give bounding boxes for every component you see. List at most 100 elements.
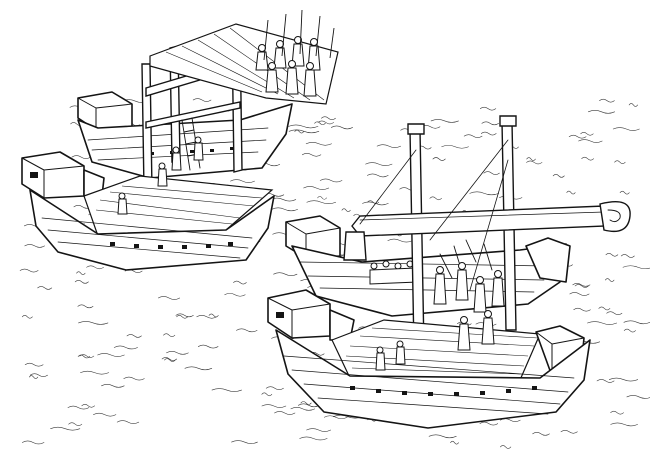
wave-stroke bbox=[622, 265, 650, 270]
wave-stroke bbox=[367, 173, 389, 178]
wave-stroke bbox=[605, 252, 619, 257]
wave-stroke bbox=[270, 197, 297, 202]
wave-stroke bbox=[620, 254, 635, 258]
wave-stroke bbox=[317, 120, 334, 125]
wave-stroke bbox=[599, 98, 615, 103]
wave-stroke bbox=[598, 306, 611, 311]
wave-stroke bbox=[532, 432, 550, 436]
wave-stroke bbox=[197, 344, 219, 349]
siege-tower bbox=[141, 9, 339, 191]
wave-stroke bbox=[274, 411, 296, 415]
wave-stroke bbox=[301, 153, 322, 157]
ship-back-right-crew bbox=[369, 260, 419, 285]
wave-stroke bbox=[306, 200, 337, 205]
wave-stroke bbox=[166, 351, 189, 355]
wave-stroke bbox=[626, 395, 650, 399]
wave-stroke bbox=[80, 370, 110, 375]
wave-stroke bbox=[587, 321, 618, 325]
wave-stroke bbox=[78, 321, 109, 325]
wave-stroke bbox=[428, 434, 457, 439]
wave-stroke bbox=[463, 134, 483, 138]
wave-stroke bbox=[500, 445, 512, 449]
wave-stroke bbox=[608, 377, 639, 382]
wave-stroke bbox=[164, 358, 176, 362]
wave-stroke bbox=[612, 127, 640, 131]
wave-stroke bbox=[298, 403, 320, 408]
wave-stroke bbox=[28, 375, 39, 379]
wave-stroke bbox=[317, 196, 327, 200]
wave-stroke bbox=[192, 98, 212, 102]
wave-stroke bbox=[236, 328, 258, 333]
wave-stroke bbox=[24, 362, 44, 367]
wave-stroke bbox=[101, 384, 125, 388]
wave-stroke bbox=[469, 191, 500, 196]
wave-stroke bbox=[481, 121, 499, 126]
wave-stroke bbox=[93, 412, 117, 417]
wave-stroke bbox=[306, 428, 332, 432]
wave-stroke bbox=[71, 155, 91, 159]
wave-stroke bbox=[50, 426, 81, 431]
wave-stroke bbox=[261, 404, 287, 408]
wave-stroke bbox=[265, 386, 284, 391]
wave-stroke bbox=[77, 354, 90, 359]
wave-stroke bbox=[610, 422, 638, 427]
wave-stroke bbox=[126, 334, 142, 338]
wave-stroke bbox=[273, 272, 298, 276]
wave-stroke bbox=[196, 315, 218, 319]
wave-stroke bbox=[323, 415, 348, 420]
wave-stroke bbox=[450, 440, 459, 445]
wave-stroke bbox=[300, 401, 312, 405]
wave-stroke bbox=[588, 110, 615, 114]
wave-stroke bbox=[116, 420, 140, 424]
wave-stroke bbox=[387, 238, 413, 243]
wave-stroke bbox=[623, 328, 636, 333]
wave-stroke bbox=[305, 141, 332, 146]
wave-stroke bbox=[21, 315, 33, 319]
wave-stroke bbox=[479, 421, 499, 426]
ship-front-right bbox=[267, 115, 631, 429]
wave-stroke bbox=[623, 320, 650, 325]
wave-stroke bbox=[429, 196, 442, 201]
wave-stroke bbox=[233, 280, 247, 285]
wave-stroke bbox=[526, 157, 536, 161]
wave-stroke bbox=[432, 157, 446, 161]
wave-stroke bbox=[572, 283, 591, 287]
wave-stroke bbox=[573, 307, 591, 312]
wave-stroke bbox=[176, 315, 189, 319]
wave-stroke bbox=[341, 208, 351, 213]
wave-stroke bbox=[619, 190, 630, 195]
wave-stroke bbox=[319, 178, 343, 183]
wave-stroke bbox=[86, 265, 104, 270]
wave-stroke bbox=[578, 139, 603, 143]
wave-stroke bbox=[79, 354, 95, 358]
wave-stroke bbox=[74, 280, 89, 284]
wave-stroke bbox=[161, 357, 178, 361]
wave-stroke bbox=[288, 129, 320, 134]
wave-stroke bbox=[19, 268, 39, 273]
wave-stroke bbox=[29, 373, 48, 377]
wave-stroke bbox=[163, 333, 176, 337]
wave-stroke bbox=[376, 144, 401, 148]
wave-stroke bbox=[596, 379, 615, 383]
wave-stroke bbox=[479, 106, 497, 111]
wave-stroke bbox=[560, 429, 578, 434]
wave-stroke bbox=[224, 292, 246, 297]
wave-stroke bbox=[294, 129, 305, 134]
wave-stroke bbox=[574, 284, 589, 288]
wave-stroke bbox=[157, 296, 181, 300]
wave-stroke bbox=[288, 124, 319, 129]
wave-stroke bbox=[628, 103, 638, 107]
wave-stroke bbox=[184, 366, 213, 371]
wave-stroke bbox=[24, 244, 45, 248]
wave-stroke bbox=[367, 200, 380, 204]
wave-stroke bbox=[211, 388, 242, 392]
wave-stroke bbox=[230, 179, 255, 183]
wave-stroke bbox=[303, 186, 330, 190]
ship-front-left-portholes bbox=[110, 242, 233, 249]
catapult bbox=[343, 115, 631, 351]
wave-stroke bbox=[441, 144, 469, 149]
wave-stroke bbox=[566, 190, 576, 195]
wave-stroke bbox=[68, 422, 83, 426]
ship-back-left bbox=[77, 9, 339, 191]
